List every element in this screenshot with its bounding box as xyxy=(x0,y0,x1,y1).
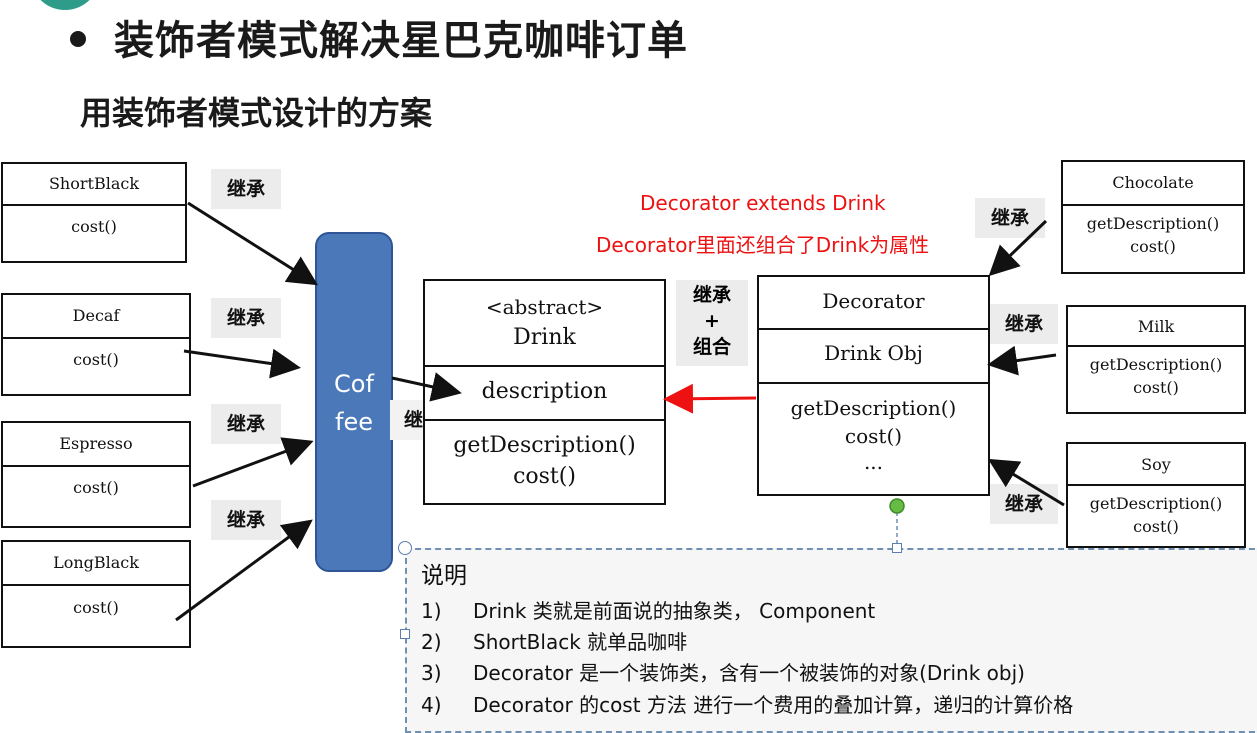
class-method-2: cost() xyxy=(1133,378,1179,397)
inherit-tag: 继承 xyxy=(211,500,281,540)
drink-field: description xyxy=(425,367,664,421)
inherit-tag: 继承 xyxy=(990,304,1058,344)
drink-methods: getDescription() cost() xyxy=(425,421,664,503)
class-name: Milk xyxy=(1068,307,1244,347)
decorator-method-1: getDescription() xyxy=(790,396,957,420)
class-shortblack: ShortBlack cost() xyxy=(1,162,187,263)
class-method-2: cost() xyxy=(1133,517,1179,536)
decorator-method-3: ... xyxy=(863,450,884,474)
inherit-arrow xyxy=(988,219,1048,277)
bullet-icon xyxy=(70,31,86,47)
resize-handle-top-left[interactable] xyxy=(398,541,412,555)
page-title: 装饰者模式解决星巴克咖啡订单 xyxy=(70,8,688,66)
notes-item-num: 1) xyxy=(421,599,442,623)
class-method-1: getDescription() xyxy=(1086,214,1220,233)
class-decorator: Decorator Drink Obj getDescription() cos… xyxy=(757,275,990,496)
drink-stereotype: <abstract> xyxy=(485,295,604,319)
inherit-compose-line2: + xyxy=(704,310,720,332)
class-method-1: getDescription() xyxy=(1089,355,1223,374)
class-espresso: Espresso cost() xyxy=(1,421,191,528)
class-method-2: cost() xyxy=(1130,237,1176,256)
class-soy: Soy getDescription() cost() xyxy=(1066,442,1246,548)
class-drink: <abstract> Drink description getDescript… xyxy=(423,279,666,505)
class-methods: getDescription() cost() xyxy=(1063,206,1243,272)
class-name: Decaf xyxy=(3,295,189,339)
notes-item-num: 4) xyxy=(421,693,442,717)
decorator-field: Drink Obj xyxy=(759,330,988,384)
inherit-tag: 继承 xyxy=(990,484,1058,524)
coffee-label-line2: fee xyxy=(335,408,373,436)
notes-item-num: 3) xyxy=(421,661,442,685)
inherit-tag: 继承 xyxy=(211,404,281,444)
decorator-method-2: cost() xyxy=(844,424,903,448)
notes-item: 2) ShortBlack 就单品咖啡 xyxy=(421,626,687,655)
title-text: 装饰者模式解决星巴克咖啡订单 xyxy=(114,18,688,64)
inherit-compose-tag: 继承 + 组合 xyxy=(676,280,748,366)
notes-item-text: Decorator 的cost 方法 进行一个费用的叠加计算，递归的计算价格 xyxy=(473,693,1074,717)
class-coffee: Cof fee xyxy=(315,232,393,572)
red-note-line2: Decorator里面还组合了Drink为属性 xyxy=(596,233,930,257)
red-note-line1: Decorator extends Drink xyxy=(640,191,886,215)
class-name: LongBlack xyxy=(3,542,189,586)
notes-item-num: 2) xyxy=(421,630,442,654)
decorator-methods: getDescription() cost() ... xyxy=(759,384,988,494)
inherit-arrow xyxy=(175,519,313,622)
corner-decoration xyxy=(30,0,100,10)
compose-arrow xyxy=(663,383,757,414)
class-method: cost() xyxy=(73,478,119,497)
class-method-1: getDescription() xyxy=(1089,494,1223,513)
inherit-arrow xyxy=(187,201,319,286)
resize-handle-middle-left[interactable] xyxy=(400,629,410,639)
inherit-compose-line3: 组合 xyxy=(692,336,731,358)
class-method: cost() xyxy=(73,350,119,369)
notes-heading: 说明 xyxy=(421,563,467,589)
drink-name: Drink xyxy=(513,325,576,350)
class-decaf: Decaf cost() xyxy=(1,293,191,396)
class-methods: getDescription() cost() xyxy=(1068,486,1244,546)
inherit-arrow xyxy=(183,348,301,379)
decorator-name: Decorator xyxy=(759,277,988,330)
class-name: ShortBlack xyxy=(3,164,185,206)
rotate-handle[interactable] xyxy=(889,498,905,514)
class-name: Espresso xyxy=(3,423,189,467)
class-method: cost() xyxy=(73,598,119,617)
inherit-arrow xyxy=(391,372,462,402)
drink-name-section: <abstract> Drink xyxy=(425,281,664,367)
coffee-label-line1: Cof xyxy=(334,370,374,398)
notes-item: 3) Decorator 是一个装饰类，含有一个被装饰的对象(Drink obj) xyxy=(421,657,1025,686)
notes-box[interactable]: 说明 1) Drink 类就是前面说的抽象类， Component 2) Short… xyxy=(405,548,1257,733)
class-chocolate: Chocolate getDescription() cost() xyxy=(1061,160,1245,274)
class-longblack: LongBlack cost() xyxy=(1,540,191,648)
resize-handle-top-middle[interactable] xyxy=(892,543,902,553)
inherit-arrow xyxy=(987,345,1057,376)
class-name: Soy xyxy=(1068,444,1244,486)
inherit-tag: 继承 xyxy=(211,169,281,209)
class-method: cost() xyxy=(71,217,117,236)
inherit-arrow xyxy=(192,437,314,488)
class-milk: Milk getDescription() cost() xyxy=(1066,305,1246,414)
notes-item: 4) Decorator 的cost 方法 进行一个费用的叠加计算，递归的计算价格 xyxy=(421,689,1073,718)
inherit-arrow xyxy=(987,458,1065,507)
drink-method-1: getDescription() xyxy=(453,433,636,458)
inherit-tag: 继承 xyxy=(211,298,281,338)
drink-method-2: cost() xyxy=(513,464,576,489)
notes-item-text: Drink 类就是前面说的抽象类， Component xyxy=(473,599,876,623)
page-subtitle: 用装饰者模式设计的方案 xyxy=(80,94,433,132)
notes-item-text: ShortBlack 就单品咖啡 xyxy=(473,630,688,654)
notes-item: 1) Drink 类就是前面说的抽象类， Component xyxy=(421,595,875,624)
notes-item-text: Decorator 是一个装饰类，含有一个被装饰的对象(Drink obj) xyxy=(473,661,1025,685)
inherit-compose-line1: 继承 xyxy=(692,284,731,306)
class-name: Chocolate xyxy=(1063,162,1243,206)
class-methods: getDescription() cost() xyxy=(1068,347,1244,412)
